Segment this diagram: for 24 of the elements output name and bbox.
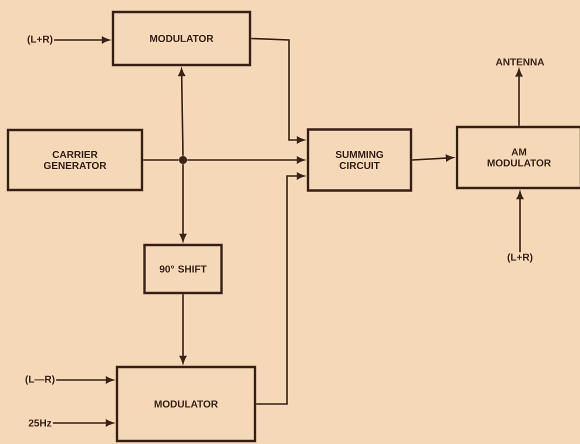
arrow bbox=[54, 36, 110, 44]
input-label: (L+R) bbox=[508, 253, 532, 263]
modulator-box: MODULATOR bbox=[112, 10, 252, 66]
arrow bbox=[56, 376, 114, 384]
input-label: (L—R) bbox=[26, 375, 54, 385]
shift-box: 90° SHIFT bbox=[143, 244, 223, 294]
arrow bbox=[187, 156, 304, 164]
arrow bbox=[412, 154, 454, 162]
modulator-box: AM MODULATOR bbox=[456, 126, 580, 190]
arrow bbox=[251, 38, 304, 144]
junction-dot bbox=[179, 156, 187, 164]
arrow bbox=[180, 294, 186, 364]
arrow bbox=[180, 164, 186, 242]
arrow bbox=[52, 420, 114, 426]
arrow bbox=[256, 172, 304, 405]
arrow bbox=[178, 68, 186, 156]
summing-box: SUMMING CIRCUIT bbox=[306, 128, 412, 192]
input-label: 25Hz bbox=[28, 419, 52, 427]
modulator-box: MODULATOR bbox=[116, 366, 256, 442]
generator-box: CARRIER GENERATOR bbox=[6, 128, 144, 192]
output-label: ANTENNA bbox=[496, 58, 544, 66]
arrow bbox=[516, 192, 524, 252]
arrow bbox=[516, 68, 522, 126]
input-label: (L+R) bbox=[28, 35, 52, 45]
